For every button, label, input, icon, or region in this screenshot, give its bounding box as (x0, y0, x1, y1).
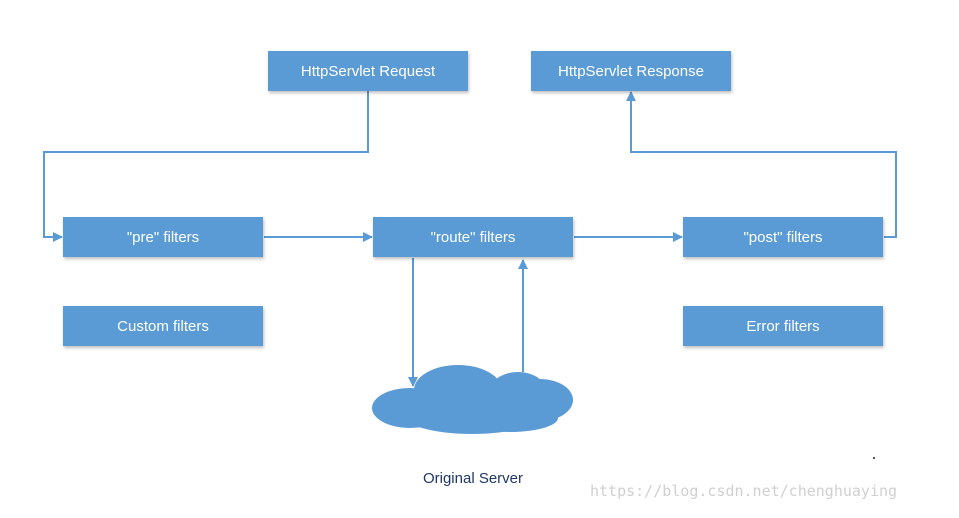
request-to-pre-arrow (43, 91, 369, 242)
httpservlet-request-box: HttpServlet Request (268, 51, 468, 91)
watermark-url: https://blog.csdn.net/chenghuaying (590, 482, 898, 500)
server-cloud-icon (372, 365, 573, 434)
post-to-response-arrow (626, 91, 897, 238)
original-server-label: Original Server (422, 470, 524, 487)
pre-filters-box: "pre" filters (63, 217, 263, 257)
stray-dot (873, 457, 875, 459)
post-filters-box: "post" filters (683, 217, 883, 257)
custom-filters-box: Custom filters (63, 306, 263, 346)
httpservlet-response-box: HttpServlet Response (531, 51, 731, 91)
error-filters-box: Error filters (683, 306, 883, 346)
route-filters-box: "route" filters (373, 217, 573, 257)
